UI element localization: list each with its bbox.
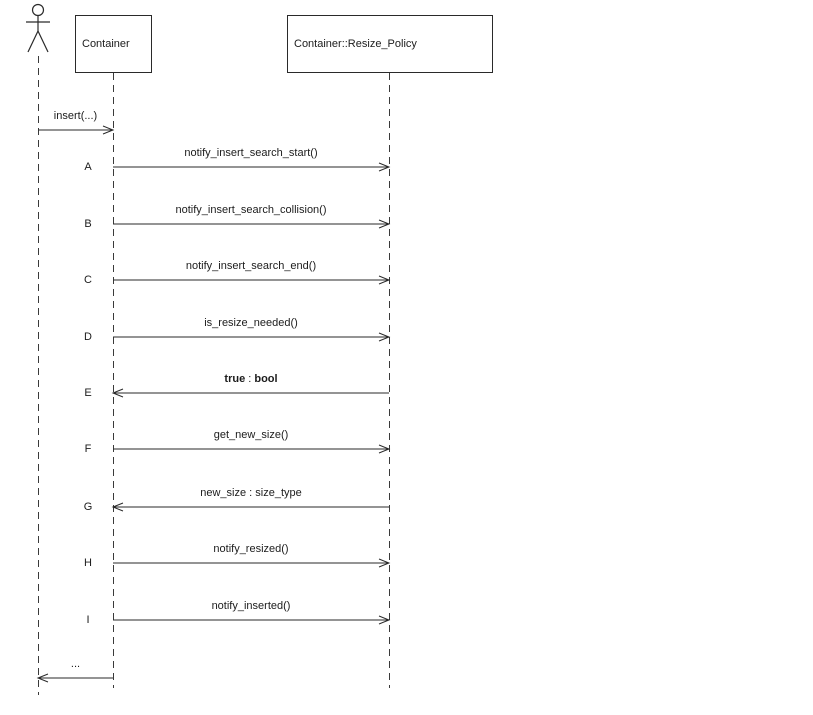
message-label-part: notify_insert_search_end() — [185, 260, 317, 272]
message-label: get_new_size() — [214, 429, 289, 442]
message-arrow — [113, 162, 391, 172]
message-arrow — [36, 673, 113, 683]
message-label-part: notify_inserted() — [211, 600, 291, 612]
message-label: new_size : size_type — [200, 487, 302, 500]
message-arrow — [38, 125, 115, 135]
participant-resize-policy-label: Container::Resize_Policy — [294, 38, 417, 50]
message-label: is_resize_needed() — [204, 317, 298, 330]
message-label: notify_resized() — [213, 543, 288, 556]
message-label: insert(...) — [54, 110, 97, 123]
message-letter: F — [84, 443, 92, 455]
message-arrow — [113, 275, 391, 285]
message-letter: H — [84, 557, 92, 569]
message-label-part: is_resize_needed() — [204, 317, 298, 329]
participant-resize-policy: Container::Resize_Policy — [287, 15, 493, 73]
message-label: true : bool — [224, 373, 277, 386]
message-label-part: notify_insert_search_start() — [184, 147, 318, 159]
message-arrow — [111, 388, 389, 398]
arrowhead-right-icon — [378, 275, 391, 285]
arrowhead-right-icon — [378, 332, 391, 342]
message-letter: C — [84, 274, 92, 286]
stick-figure-actor-icon — [26, 3, 50, 53]
message-letter: E — [84, 387, 92, 399]
message-arrow — [113, 558, 391, 568]
message-letter: I — [86, 614, 90, 626]
message-label-part: true — [224, 373, 246, 385]
message-label: ... — [71, 658, 80, 671]
participant-container: Container — [75, 15, 152, 73]
message-label-part: bool — [254, 373, 278, 385]
message-label: notify_insert_search_start() — [184, 147, 317, 160]
message-label-part: get_new_size() — [213, 429, 289, 441]
message-label-part: ... — [70, 658, 81, 670]
message-label-part: : — [245, 373, 255, 385]
message-letter: A — [84, 161, 92, 173]
arrowhead-left-icon — [111, 502, 124, 512]
message-label: notify_insert_search_end() — [186, 260, 316, 273]
message-letter: B — [84, 218, 92, 230]
message-arrow — [111, 502, 389, 512]
message-label-part: new_size : size_type — [200, 487, 302, 499]
message-label: notify_insert_search_collision() — [175, 204, 326, 217]
participant-container-label: Container — [82, 38, 130, 50]
arrowhead-left-icon — [111, 388, 124, 398]
message-arrow — [113, 615, 391, 625]
message-label-part: insert(...) — [53, 110, 98, 122]
arrowhead-left-icon — [36, 673, 49, 683]
arrowhead-right-icon — [378, 219, 391, 229]
message-arrow — [113, 219, 391, 229]
arrowhead-right-icon — [378, 444, 391, 454]
arrowhead-right-icon — [378, 615, 391, 625]
arrowhead-right-icon — [378, 558, 391, 568]
message-label-part: notify_resized() — [213, 543, 289, 555]
arrowhead-right-icon — [378, 162, 391, 172]
message-label: notify_inserted() — [212, 600, 291, 613]
message-label-part: notify_insert_search_collision() — [175, 204, 327, 216]
message-letter: D — [84, 331, 92, 343]
message-arrow — [113, 332, 391, 342]
message-arrow — [113, 444, 391, 454]
message-letter: G — [83, 501, 93, 513]
arrowhead-right-icon — [102, 125, 115, 135]
